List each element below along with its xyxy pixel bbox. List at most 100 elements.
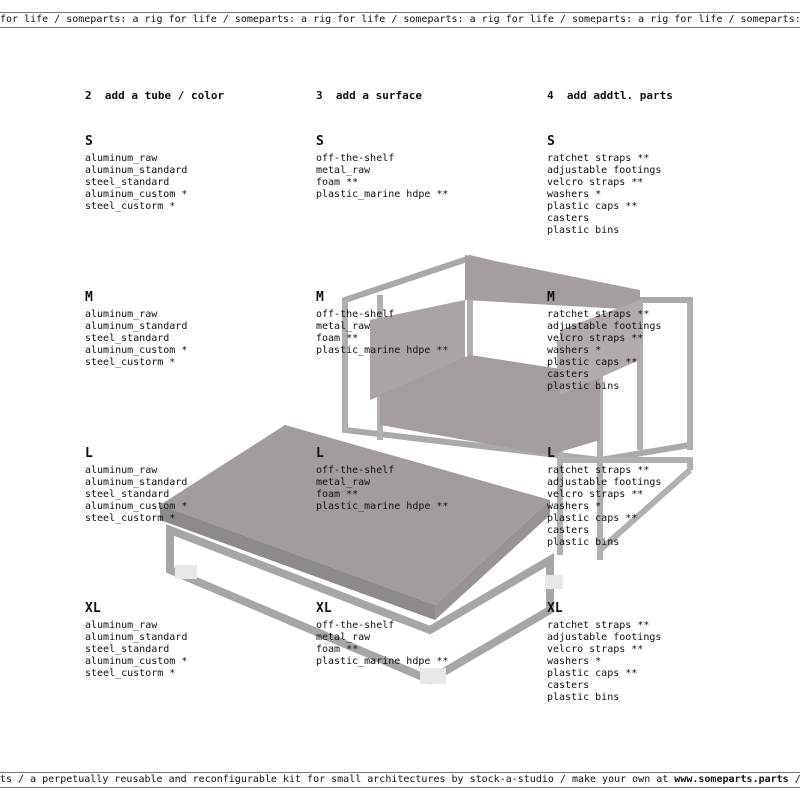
- option-item: off-the-shelf: [316, 465, 395, 476]
- option-item: washers *: [547, 656, 602, 667]
- option-item: aluminum_custom *: [85, 501, 188, 512]
- option-item: steel_custorm *: [85, 357, 176, 368]
- ottoman-foot: [545, 575, 563, 589]
- option-item: adjustable footings: [547, 632, 662, 643]
- size-label: XL: [85, 601, 101, 616]
- option-item: adjustable footings: [547, 321, 662, 332]
- size-label: M: [85, 290, 93, 305]
- option-item: off-the-shelf: [316, 620, 395, 631]
- size-label: L: [85, 446, 93, 461]
- ottoman-foot: [175, 565, 197, 579]
- option-item: casters: [547, 213, 590, 224]
- bottom-banner: ts / a perpetually reusable and reconfig…: [0, 772, 800, 788]
- size-label: S: [547, 134, 555, 149]
- option-item: ratchet straps **: [547, 309, 650, 320]
- option-item: velcro straps **: [547, 489, 644, 500]
- option-item: washers *: [547, 189, 602, 200]
- option-item: aluminum_custom *: [85, 345, 188, 356]
- option-item: aluminum_raw: [85, 309, 158, 320]
- option-item: plastic caps **: [547, 357, 638, 368]
- top-banner-text: for life / someparts: a rig for life / s…: [0, 14, 800, 25]
- option-item: plastic_marine hdpe **: [316, 345, 449, 356]
- option-item: velcro straps **: [547, 177, 644, 188]
- option-item: aluminum_custom *: [85, 189, 188, 200]
- option-item: plastic bins: [547, 692, 620, 703]
- bottom-banner-text: ts / a perpetually reusable and reconfig…: [0, 774, 675, 785]
- option-item: foam **: [316, 644, 359, 655]
- option-item: plastic_marine hdpe **: [316, 189, 449, 200]
- option-item: metal_raw: [316, 321, 371, 332]
- option-item: adjustable footings: [547, 477, 662, 488]
- chair-side-cushion: [370, 300, 465, 400]
- size-label: M: [316, 290, 324, 305]
- bottom-banner-suffix: /: [788, 774, 800, 785]
- ottoman-foot: [420, 668, 446, 684]
- size-label: S: [316, 134, 324, 149]
- option-item: aluminum_raw: [85, 620, 158, 631]
- size-label: S: [85, 134, 93, 149]
- option-item: off-the-shelf: [316, 153, 395, 164]
- column-heading: 3 add a surface: [316, 89, 422, 102]
- option-item: ratchet straps **: [547, 465, 650, 476]
- option-item: steel_custorm *: [85, 201, 176, 212]
- option-item: casters: [547, 525, 590, 536]
- option-item: adjustable footings: [547, 165, 662, 176]
- size-label: XL: [547, 601, 563, 616]
- option-item: plastic bins: [547, 537, 620, 548]
- column-heading: 2 add a tube / color: [85, 89, 225, 102]
- option-item: washers *: [547, 345, 602, 356]
- option-item: steel_standard: [85, 489, 170, 500]
- ottoman-frame: [166, 524, 554, 685]
- option-item: plastic_marine hdpe **: [316, 501, 449, 512]
- size-label: XL: [316, 601, 332, 616]
- top-banner: for life / someparts: a rig for life / s…: [0, 12, 800, 28]
- option-item: velcro straps **: [547, 333, 644, 344]
- option-item: velcro straps **: [547, 644, 644, 655]
- option-item: ratchet straps **: [547, 620, 650, 631]
- option-item: aluminum_raw: [85, 153, 158, 164]
- size-label: L: [316, 446, 324, 461]
- chair-back-cushion: [465, 255, 640, 310]
- option-item: aluminum_custom *: [85, 656, 188, 667]
- ottoman-slab-top: [160, 425, 550, 605]
- option-item: aluminum_standard: [85, 477, 188, 488]
- column-heading: 4 add addtl. parts: [547, 89, 673, 102]
- option-item: ratchet straps **: [547, 153, 650, 164]
- option-item: aluminum_standard: [85, 165, 188, 176]
- option-item: steel_standard: [85, 177, 170, 188]
- option-item: steel_standard: [85, 333, 170, 344]
- chair-seat-cushion: [380, 355, 600, 455]
- option-item: metal_raw: [316, 477, 371, 488]
- option-item: foam **: [316, 489, 359, 500]
- option-item: plastic caps **: [547, 668, 638, 679]
- option-item: foam **: [316, 177, 359, 188]
- option-item: aluminum_standard: [85, 321, 188, 332]
- option-item: casters: [547, 680, 590, 691]
- option-item: plastic bins: [547, 225, 620, 236]
- option-item: plastic caps **: [547, 201, 638, 212]
- ottoman-slab-front: [435, 500, 550, 620]
- option-item: metal_raw: [316, 165, 371, 176]
- option-item: steel_standard: [85, 644, 170, 655]
- option-item: off-the-shelf: [316, 309, 395, 320]
- size-label: L: [547, 446, 555, 461]
- size-label: M: [547, 290, 555, 305]
- option-item: metal_raw: [316, 632, 371, 643]
- option-item: aluminum_standard: [85, 632, 188, 643]
- option-item: steel_custorm *: [85, 668, 176, 679]
- option-item: washers *: [547, 501, 602, 512]
- option-item: aluminum_raw: [85, 465, 158, 476]
- website-link[interactable]: www.someparts.parts: [674, 774, 789, 785]
